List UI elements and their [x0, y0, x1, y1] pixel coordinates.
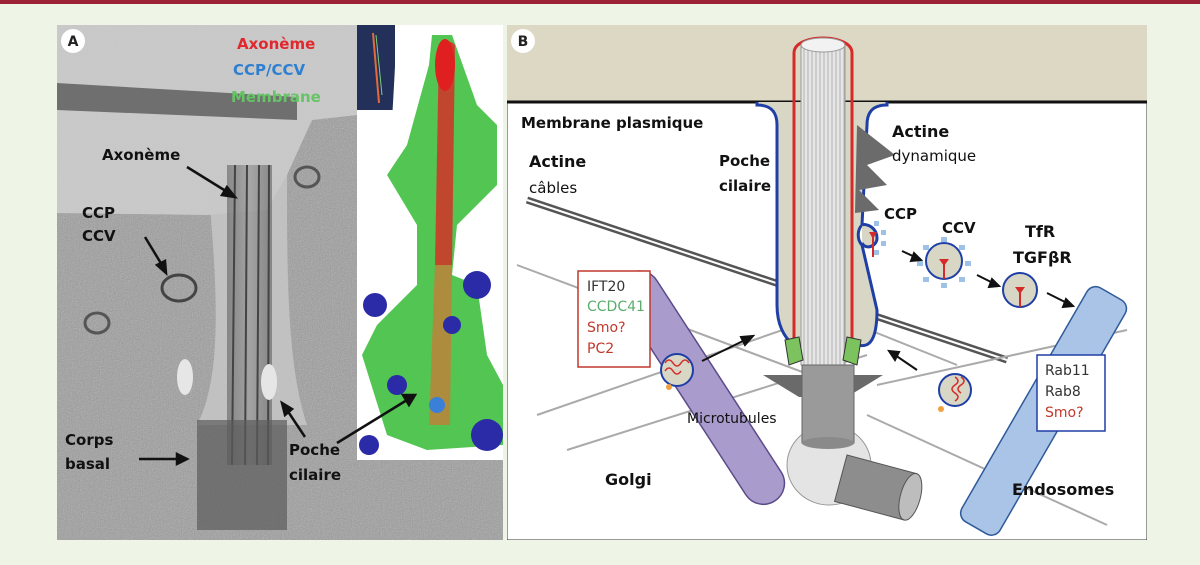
label-actine-dynamique: Actine: [892, 122, 949, 141]
panel-b-letter: B: [518, 34, 529, 50]
label-tgfbr: TGFβR: [1013, 248, 1072, 267]
arrow-ccv: [143, 236, 164, 266]
label-microtubules: Microtubules: [687, 411, 777, 427]
arrow-axoneme: [186, 165, 230, 195]
golgi-vesicle: [660, 353, 694, 390]
transition-fiber-right: [842, 336, 862, 366]
golgi-protein-3: PC2: [587, 341, 614, 357]
em-small-vesicle: [83, 311, 111, 335]
legend-ccp-ccv: CCP/CCV: [233, 61, 306, 79]
ccp-pit-coat: [874, 221, 886, 255]
label-basal: basal: [65, 455, 110, 473]
top-accent-bar: [0, 0, 1200, 4]
panel-a-letter-badge: [61, 29, 85, 53]
transition-fiber-left: [784, 336, 804, 366]
label-dynamique: dynamique: [892, 147, 976, 165]
daughter-centriole: [833, 454, 923, 521]
em-axoneme-streaks: [227, 164, 272, 466]
em-ccv-vesicle: [160, 273, 198, 303]
panel-b: B: [506, 24, 1148, 541]
arrow-poche-a: [285, 409, 307, 438]
endo-protein-2: Smo?: [1045, 405, 1084, 421]
golgi-protein-0: IFT20: [587, 279, 625, 295]
golgi-protein-1: CCDC41: [587, 299, 645, 315]
legend-axoneme: Axonème: [237, 35, 315, 53]
label-cilaire: cilaire: [289, 466, 341, 484]
legend-membrane: Membrane: [231, 88, 321, 106]
golgi-protein-2: Smo?: [587, 320, 626, 336]
em-pocket-left: [177, 359, 193, 395]
em-basal-body: [197, 420, 287, 530]
arrow-poche-b: [336, 398, 408, 445]
em-small-vesicle-2: [293, 165, 321, 189]
endosome-protein-box: Rab11 Rab8 Smo?: [1036, 354, 1106, 432]
reconstruction-inset: [357, 25, 503, 460]
endo-protein-0: Rab11: [1045, 363, 1090, 379]
em-pocket-right: [261, 364, 277, 400]
label-axoneme: Axonème: [102, 146, 180, 164]
arrow-golgi-pocket: [701, 339, 746, 362]
endo-protein-1: Rab8: [1045, 384, 1081, 400]
ccv-vesicle: [917, 237, 971, 288]
label-ccv: CCV: [82, 227, 116, 245]
label-endosomes: Endosomes: [1012, 480, 1114, 499]
label-actine-cables: Actine: [529, 152, 586, 171]
panel-a-letter: A: [68, 34, 79, 50]
em-pale-region: [57, 25, 357, 215]
em-dark-band: [57, 83, 297, 120]
endosome-vesicle: [938, 373, 972, 412]
axoneme: [800, 44, 846, 366]
label-corps: Corps: [65, 431, 113, 449]
panel-a-figure: Axonème CCP/CCV Membrane A Axonème CCP C…: [57, 25, 503, 540]
panel-a: Axonème CCP/CCV Membrane A Axonème CCP C…: [57, 25, 503, 540]
label-membrane-plasmique: Membrane plasmique: [521, 114, 703, 132]
label-poche: Poche: [289, 441, 340, 459]
label-ccp: CCP: [82, 204, 115, 222]
label-cables: câbles: [529, 179, 577, 197]
arrow-tfr-endosome: [1046, 292, 1068, 304]
panel-b-letter-badge: [511, 29, 535, 53]
tfr-vesicle: [1002, 272, 1038, 308]
label-tfr: TfR: [1025, 222, 1055, 241]
basal-body-cylinder: [801, 364, 855, 444]
panel-b-diagram: B: [506, 24, 1148, 541]
label-golgi: Golgi: [605, 470, 652, 489]
label-ccv: CCV: [942, 219, 976, 237]
arrow-endosome-pocket: [894, 354, 918, 371]
axoneme-surface: [435, 41, 455, 265]
label-ccp: CCP: [884, 205, 917, 223]
membrane-surface: [362, 35, 503, 450]
label-cilaire: cilaire: [719, 177, 771, 195]
dynamic-actin: [855, 125, 895, 213]
golgi-protein-box: IFT20 CCDC41 Smo? PC2: [577, 270, 651, 368]
label-poche: Poche: [719, 152, 770, 170]
